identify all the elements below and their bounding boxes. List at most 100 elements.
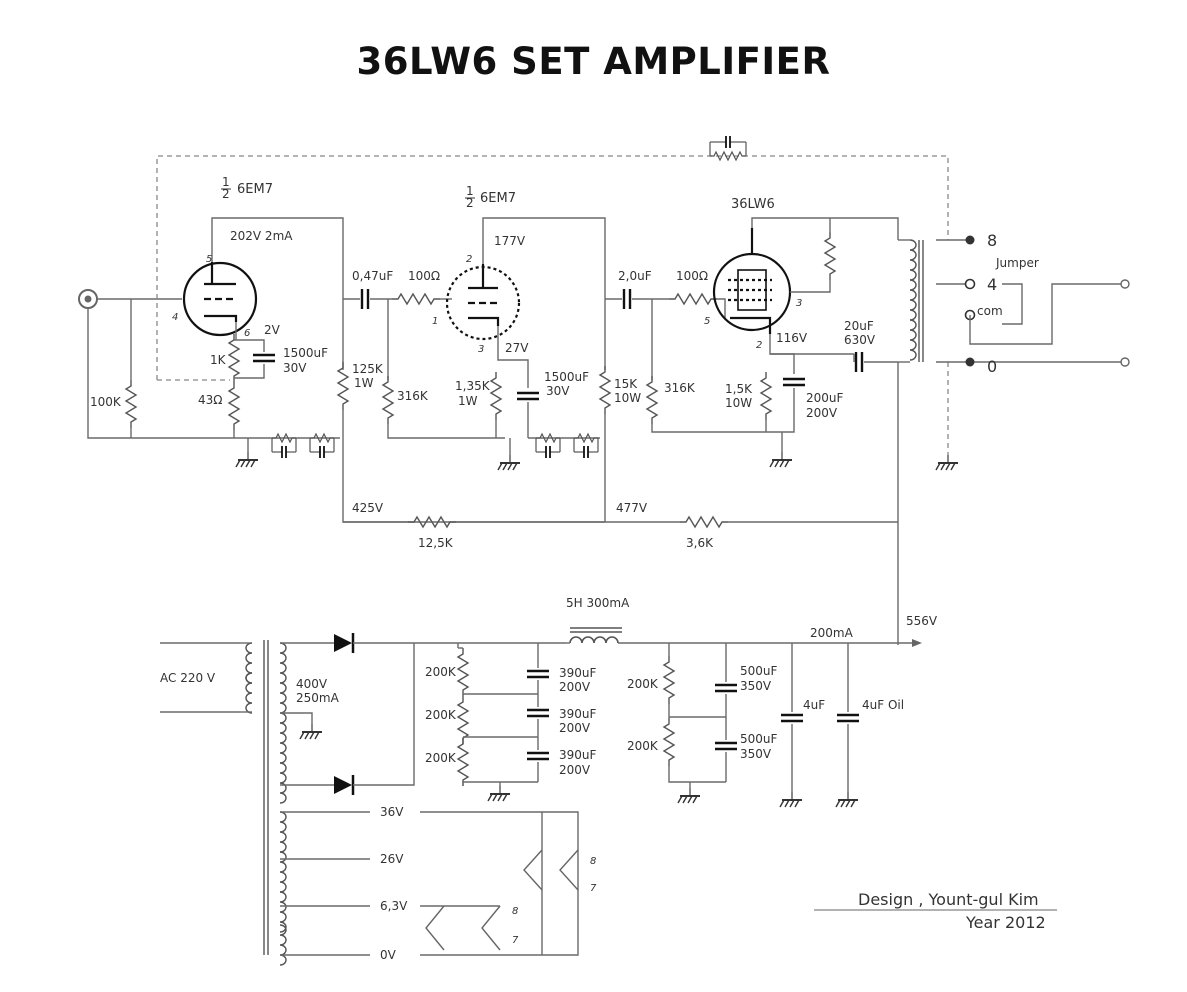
v2-plate-voltage: 177V xyxy=(494,234,526,248)
rectifier-diode-1 xyxy=(334,633,355,653)
v2-plate-resistor-watt: 10W xyxy=(614,391,641,405)
v3-label: 36LW6 xyxy=(731,197,775,212)
rectifier-diode-2 xyxy=(334,775,355,795)
tap-8-dot xyxy=(965,235,975,245)
grid-stopper-3 xyxy=(668,293,718,305)
v3-pin-grid: 5 xyxy=(704,316,710,327)
v2-cathode-resistor-label: 1,35K xyxy=(455,379,491,393)
plate-cap-voltage: 630V xyxy=(844,333,876,347)
v2-cathode-voltage: 27V xyxy=(505,341,529,355)
heater-pin-v3-7: 7 xyxy=(590,883,597,894)
bleeder-2-label: 200K xyxy=(425,708,457,722)
coupling-cap-1 xyxy=(360,287,370,311)
heater-pin-6em7-8: 8 xyxy=(512,906,518,917)
coupling-cap-1-label: 0,47uF xyxy=(352,269,393,283)
svg-text:1: 1 xyxy=(466,184,474,198)
v2-label: 1 2 6EM7 xyxy=(465,184,516,210)
v3-pin-screen: 3 xyxy=(796,298,802,309)
v2-pin-grid: 1 xyxy=(432,316,438,327)
ground-symbol xyxy=(487,785,511,802)
filter-cap-5 xyxy=(713,741,739,751)
v2-plate-resistor-label: 15K xyxy=(614,377,638,391)
cap-1-label: 390uF xyxy=(559,666,597,680)
decoupling-rc-1 xyxy=(271,433,297,459)
v2-cathode-cap xyxy=(515,391,541,401)
v1-feedback-label: 43Ω xyxy=(198,393,222,407)
tube-v2 xyxy=(445,264,521,341)
grid-resistor-1 xyxy=(125,379,137,429)
v1-feedback-resistor xyxy=(228,381,240,431)
oil-cap-4uf xyxy=(835,713,861,723)
credit-year: Year 2012 xyxy=(965,913,1046,932)
ground-symbol xyxy=(299,723,323,740)
v1-plate-spec: 202V 2mA xyxy=(230,229,293,243)
grid-resistor-3-label: 316K xyxy=(664,381,696,395)
ground-symbol xyxy=(769,451,793,468)
v1-cap-voltage: 30V xyxy=(283,361,307,375)
hv-out-label: 556V xyxy=(906,614,938,628)
v2-plate-resistor xyxy=(599,365,611,415)
decoupling-rc-3 xyxy=(535,433,561,459)
v3-cap-label: 200uF xyxy=(806,391,844,405)
hv-current-label: 250mA xyxy=(296,691,340,705)
v2-cathode-resistor-watt: 1W xyxy=(458,394,478,408)
feedback-rc xyxy=(709,136,747,162)
filter-resistor-1 xyxy=(663,655,675,705)
power-transformer xyxy=(245,640,287,966)
cap-3-voltage: 200V xyxy=(559,763,591,777)
dropper-resistor-2 xyxy=(679,516,729,528)
plate-cap xyxy=(854,350,864,374)
output-transformer xyxy=(909,239,924,362)
v3-pin-cathode: 2 xyxy=(756,340,762,351)
cap-1-voltage: 200V xyxy=(559,680,591,694)
bleeder-1-label: 200K xyxy=(425,665,457,679)
v3-cathode-resistor-watt: 10W xyxy=(725,396,752,410)
ground-symbol xyxy=(835,791,859,808)
v1-pin-cathode: 6 xyxy=(244,328,250,339)
filter-cap-4 xyxy=(713,683,739,693)
ground-symbol xyxy=(677,787,701,804)
grid-resistor-2-label: 316K xyxy=(397,389,429,403)
grid-stopper-3-label: 100Ω xyxy=(676,269,708,283)
heater-pin-6em7-7: 7 xyxy=(512,935,519,946)
grid-resistor-2 xyxy=(382,375,394,425)
svg-text:2: 2 xyxy=(466,196,474,210)
tap-4-label: 4 xyxy=(987,275,997,294)
speaker-terminal-minus xyxy=(1120,357,1130,367)
filter-resistor-1-label: 200K xyxy=(627,677,659,691)
v3-cathode-voltage: 116V xyxy=(776,331,808,345)
v3-cathode-cap xyxy=(781,377,807,387)
ground-symbol xyxy=(235,451,259,468)
mains-label: AC 220 V xyxy=(160,671,216,685)
svg-text:1: 1 xyxy=(222,175,230,189)
choke-label: 5H 300mA xyxy=(566,596,630,610)
heater-filament-v3 xyxy=(523,849,579,891)
v1-pin-grid: 4 xyxy=(172,312,178,323)
heater-pin-v3-8: 8 xyxy=(590,856,596,867)
node-425-label: 425V xyxy=(352,501,384,515)
ground-symbol xyxy=(497,454,521,471)
v2-cathode-resistor xyxy=(490,371,502,421)
svg-text:6EM7: 6EM7 xyxy=(480,191,516,206)
filter-cap-4-voltage: 350V xyxy=(740,679,772,693)
v1-cathode-resistor-label: 1K xyxy=(210,353,227,367)
v3-cap-voltage: 200V xyxy=(806,406,838,420)
v2-cap-label: 1500uF xyxy=(544,370,589,384)
ground-symbol xyxy=(935,454,959,471)
tap-0-dot xyxy=(965,357,975,367)
dropper-resistor-2-label: 3,6K xyxy=(686,536,714,550)
film-cap-4uf xyxy=(779,713,805,723)
v1-cathode-voltage: 2V xyxy=(264,323,281,337)
bleeder-3-label: 200K xyxy=(425,751,457,765)
filter-resistor-2 xyxy=(663,717,675,767)
cap-2-label: 390uF xyxy=(559,707,597,721)
v1-cathode-cap xyxy=(251,353,277,363)
heater-tap-26v: 26V xyxy=(380,852,404,866)
decoupling-rc-2 xyxy=(309,433,335,459)
filter-cap-4-label: 500uF xyxy=(740,664,778,678)
cap-2-voltage: 200V xyxy=(559,721,591,735)
heater-filament-6em7 xyxy=(425,905,501,951)
decoupling-rc-4 xyxy=(573,433,599,459)
grid-resistor-3 xyxy=(646,375,658,425)
